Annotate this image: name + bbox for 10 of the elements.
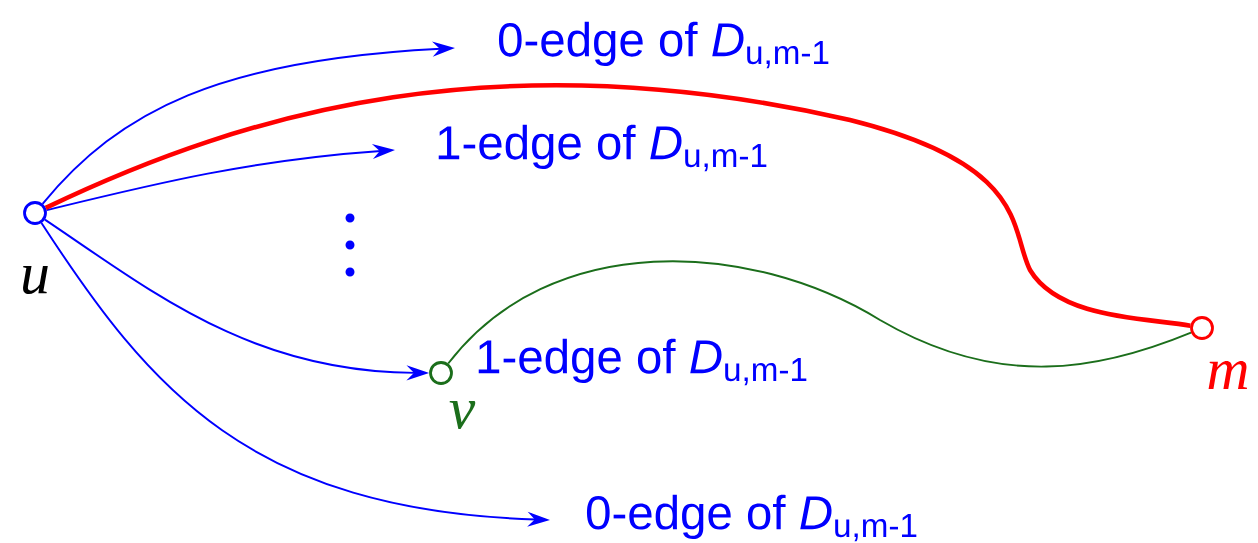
vertex-label: u bbox=[23, 265, 48, 295]
vertex-circle bbox=[23, 201, 47, 225]
edge-label: 1-edge of D$_{u,m-1}$ bbox=[478, 338, 807, 386]
vertex-circle bbox=[429, 361, 453, 385]
vertex-label: v bbox=[449, 401, 476, 429]
vertex-label: m bbox=[1208, 360, 1248, 390]
vertex-circle bbox=[1190, 316, 1214, 340]
edge-label: 1-edge of D$_{u,m-1}$ bbox=[438, 124, 767, 172]
edge-label: 0-edge of D$_{u,m-1}$ bbox=[498, 21, 829, 69]
edge-label: 0-edge of D$_{u,m-1}$ bbox=[586, 494, 917, 542]
